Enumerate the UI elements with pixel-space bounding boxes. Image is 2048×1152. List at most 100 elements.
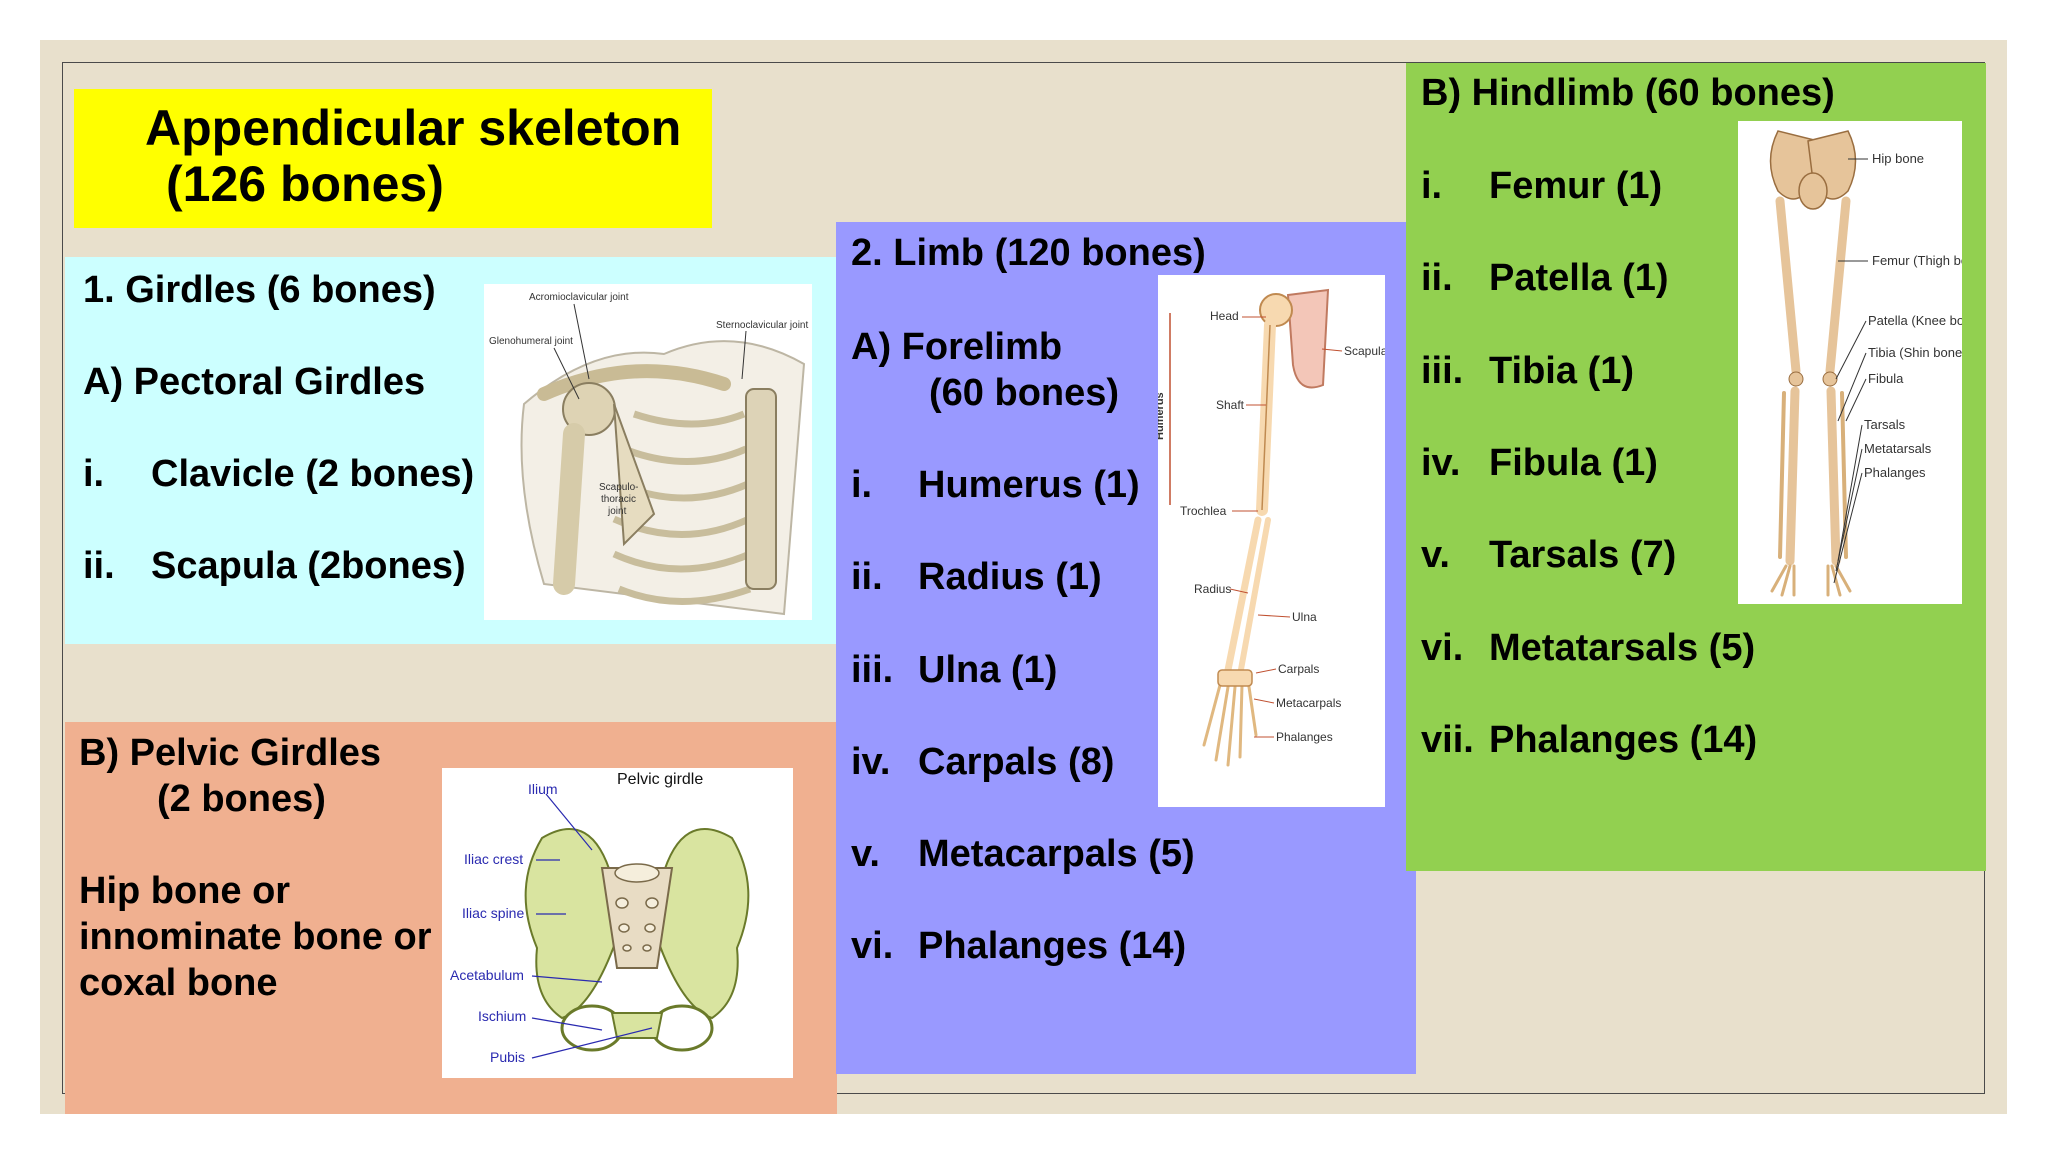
- pelvic-heading-1: B) Pelvic Girdles: [79, 732, 382, 774]
- leg-image: Hip bone Femur (Thigh bone) Patella (Kne…: [1738, 121, 1962, 604]
- item-number: vi.: [1421, 627, 1464, 669]
- tarsals-label: Tarsals: [1864, 417, 1906, 432]
- item-number: vi.: [851, 925, 894, 967]
- item-number: iii.: [1421, 350, 1464, 392]
- hindlimb-item: iii. Tibia (1): [1421, 350, 1634, 393]
- forelimb-heading: A) Forelimb: [851, 326, 1063, 368]
- pubis-label: Pubis: [490, 1049, 525, 1065]
- humerus-label: Humerus: [1158, 392, 1166, 440]
- item-number: ii.: [83, 545, 115, 587]
- item-number: iii.: [851, 649, 894, 691]
- arm-illustration: Humerus Head Shaft Trochlea Radius Scapu…: [1158, 288, 1385, 767]
- carpals-label: Carpals: [1278, 662, 1319, 676]
- pectoral-heading: A) Pectoral Girdles: [83, 361, 426, 403]
- forelimb-item: iv. Carpals (8): [851, 741, 1114, 784]
- item-text: Phalanges (14): [918, 925, 1187, 967]
- shoulder-image: Acromioclavicular joint Glenohumeral joi…: [484, 284, 812, 620]
- phalanges-label: Phalanges: [1276, 730, 1333, 744]
- forelimb-item: vi. Phalanges (14): [851, 925, 1186, 968]
- hindlimb-item: ii. Patella (1): [1421, 257, 1669, 300]
- hip-bone-label: Hip bone: [1872, 151, 1924, 166]
- scapulo-label-1: Scapulo-: [599, 482, 638, 493]
- girdles-heading: 1. Girdles (6 bones): [83, 269, 436, 311]
- item-number: i.: [851, 464, 873, 506]
- ulna-label: Ulna: [1292, 610, 1317, 624]
- hindlimb-panel: B) Hindlimb (60 bones) i. Femur (1) ii. Pa…: [1406, 63, 1986, 871]
- pelvic-desc-2: innominate bone or: [79, 916, 432, 958]
- item-number: i.: [83, 453, 105, 495]
- pelvic-desc-3: coxal bone: [79, 962, 278, 1004]
- gleno-label: Glenohumeral joint: [489, 336, 573, 347]
- pelvis-image: Pelvic girdle Ilium Iliac crest Iliac sp…: [442, 768, 793, 1078]
- iliac-crest-label: Iliac crest: [464, 851, 523, 867]
- item-text: Ulna (1): [918, 649, 1058, 691]
- item-text: Fibula (1): [1489, 442, 1658, 484]
- girdle-item: ii. Scapula (2bones): [83, 545, 466, 588]
- scapula-label: Scapula: [1344, 344, 1385, 358]
- item-text: Clavicle (2 bones): [151, 453, 475, 495]
- title-line-2: (126 bones): [166, 156, 444, 212]
- pelvic-desc-1: Hip bone or: [79, 870, 291, 912]
- item-number: v.: [851, 833, 880, 875]
- pelvic-panel: B) Pelvic Girdles (2 bones) Hip bone or …: [65, 722, 837, 1114]
- hindlimb-heading: B) Hindlimb (60 bones): [1421, 72, 1835, 114]
- radius-label: Radius: [1194, 582, 1231, 596]
- item-text: Radius (1): [918, 556, 1102, 598]
- item-text: Metatarsals (5): [1489, 627, 1756, 669]
- pelvic-heading-2: (2 bones): [157, 778, 326, 820]
- iliac-spine-label: Iliac spine: [462, 905, 524, 921]
- title-line-1: Appendicular skeleton: [145, 100, 682, 156]
- ischium-label: Ischium: [478, 1008, 526, 1024]
- item-text: Scapula (2bones): [151, 545, 466, 587]
- item-number: i.: [1421, 165, 1443, 207]
- scapulo-label-2: thoracic: [601, 494, 636, 505]
- item-text: Phalanges (14): [1489, 719, 1758, 761]
- item-text: Humerus (1): [918, 464, 1140, 506]
- phalanges-label: Phalanges: [1864, 465, 1926, 480]
- scapulo-label-3: joint: [607, 506, 627, 517]
- patella-label: Patella (Knee bone): [1868, 313, 1962, 328]
- metatarsals-label: Metatarsals: [1864, 441, 1932, 456]
- tibia-label: Tibia (Shin bone): [1868, 345, 1962, 360]
- item-text: Tibia (1): [1489, 350, 1634, 392]
- title-box: Appendicular skeleton (126 bones): [74, 89, 712, 228]
- shoulder-illustration: Acromioclavicular joint Glenohumeral joi…: [489, 292, 808, 616]
- limb-heading: 2. Limb (120 bones): [851, 232, 1206, 274]
- ilium-label: Ilium: [528, 781, 558, 797]
- hindlimb-item: vii. Phalanges (14): [1421, 719, 1757, 762]
- item-text: Metacarpals (5): [918, 833, 1195, 875]
- femur-label: Femur (Thigh bone): [1872, 253, 1962, 268]
- item-number: iv.: [1421, 442, 1461, 484]
- hindlimb-item: i. Femur (1): [1421, 165, 1662, 208]
- item-text: Patella (1): [1489, 257, 1669, 299]
- item-text: Carpals (8): [918, 741, 1115, 783]
- forelimb-item: ii. Radius (1): [851, 556, 1102, 599]
- item-number: ii.: [1421, 257, 1453, 299]
- girdles-panel: 1. Girdles (6 bones) A) Pectoral Girdles…: [65, 257, 837, 644]
- hindlimb-item: iv. Fibula (1): [1421, 442, 1658, 485]
- item-number: vii.: [1421, 719, 1474, 761]
- fibula-label: Fibula: [1868, 371, 1904, 386]
- item-text: Tarsals (7): [1489, 534, 1677, 576]
- shaft-label: Shaft: [1216, 398, 1245, 412]
- pelvis-title: Pelvic girdle: [617, 771, 703, 788]
- item-number: v.: [1421, 534, 1450, 576]
- limb-panel: 2. Limb (120 bones) A) Forelimb (60 bone…: [836, 222, 1416, 1074]
- girdle-item: i. Clavicle (2 bones): [83, 453, 474, 496]
- sterno-label: Sternoclavicular joint: [716, 320, 808, 331]
- item-number: iv.: [851, 741, 891, 783]
- item-text: Femur (1): [1489, 165, 1663, 207]
- hindlimb-item: vi. Metatarsals (5): [1421, 627, 1755, 670]
- pelvis-illustration: Pelvic girdle Ilium Iliac crest Iliac sp…: [450, 771, 750, 1065]
- trochlea-label: Trochlea: [1180, 504, 1227, 518]
- acromio-label: Acromioclavicular joint: [529, 292, 629, 303]
- head-label: Head: [1210, 309, 1239, 323]
- metacarpals-label: Metacarpals: [1276, 696, 1341, 710]
- forelimb-item: i. Humerus (1): [851, 464, 1140, 507]
- acetabulum-label: Acetabulum: [450, 967, 524, 983]
- forelimb-item: v. Metacarpals (5): [851, 833, 1195, 876]
- arm-image: Humerus Head Shaft Trochlea Radius Scapu…: [1158, 275, 1385, 807]
- item-number: ii.: [851, 556, 883, 598]
- forelimb-item: iii. Ulna (1): [851, 649, 1057, 692]
- hindlimb-item: v. Tarsals (7): [1421, 534, 1676, 577]
